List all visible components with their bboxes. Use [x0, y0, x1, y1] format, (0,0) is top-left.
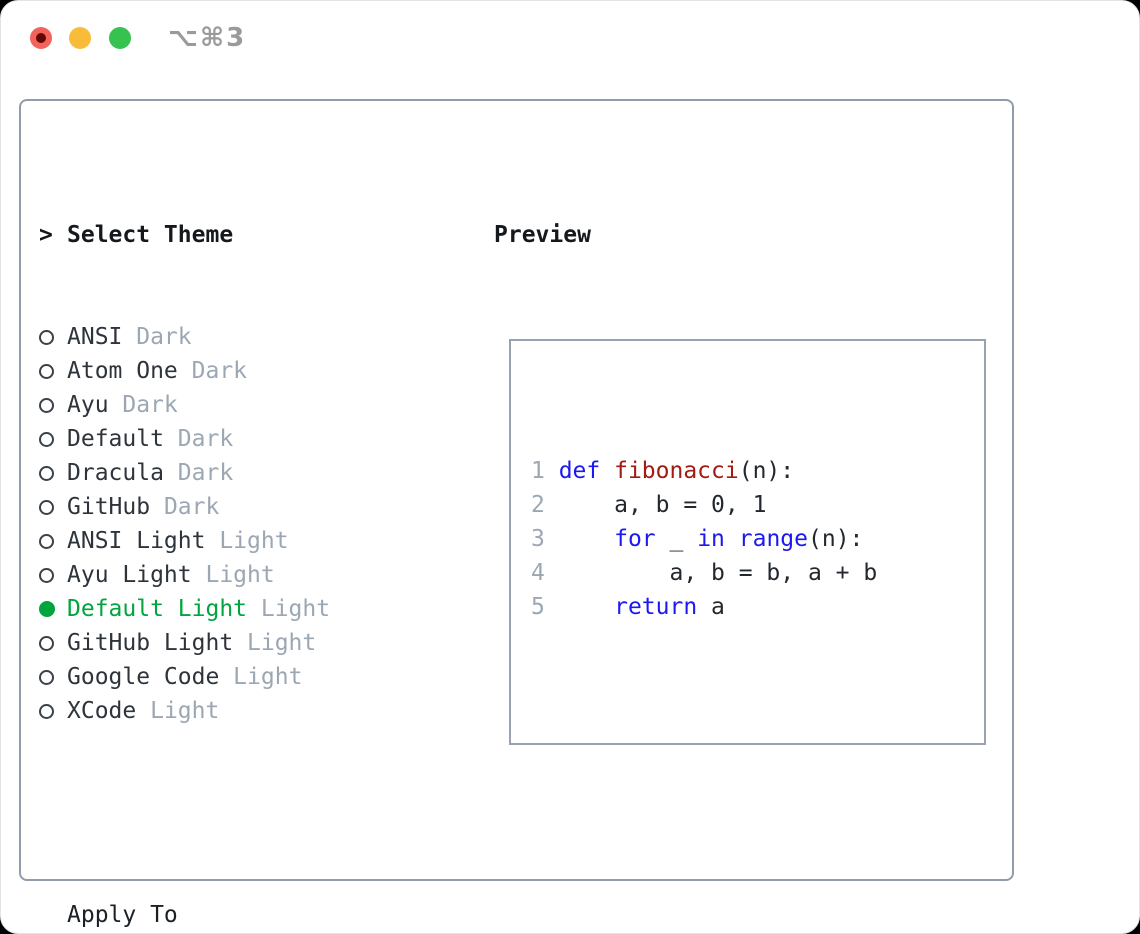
theme-option[interactable]: Ayu Light Light [39, 558, 427, 592]
radio-unselected-icon [39, 499, 54, 515]
recording-dot-icon [36, 33, 46, 43]
radio-unselected-icon [39, 533, 54, 549]
theme-option-label: ANSI Light [67, 528, 206, 554]
code-sample: 1 def fibonacci(n): 2 a, b = 0, 1 3 for _ … [531, 454, 984, 624]
radio-marker [39, 431, 67, 447]
theme-option[interactable]: Dracula Dark [39, 456, 427, 490]
theme-variant-tag: Dark [177, 358, 248, 384]
radio-marker [39, 635, 67, 651]
theme-option-label: GitHub [67, 494, 151, 520]
theme-option[interactable]: Default Dark [39, 422, 427, 456]
radio-unselected-icon [39, 567, 54, 583]
section-gap [39, 796, 427, 830]
radio-unselected-icon [39, 363, 54, 379]
radio-marker [39, 397, 67, 413]
radio-marker [39, 363, 67, 379]
theme-option-label: Default Light [67, 596, 248, 622]
radio-marker [39, 329, 67, 345]
radio-marker [39, 533, 67, 549]
select-theme-header: > Select Theme [39, 218, 427, 252]
radio-marker [39, 567, 67, 583]
radio-selected-icon [39, 601, 55, 617]
radio-marker [39, 499, 67, 515]
theme-variant-tag: Dark [150, 494, 220, 520]
theme-option-label: Google Code [67, 664, 220, 690]
theme-option-label: Ayu [67, 392, 109, 418]
theme-variant-tag: Light [219, 664, 303, 690]
theme-option-label: XCode [67, 698, 137, 724]
theme-option-label: Atom One [67, 358, 178, 384]
theme-variant-tag: Dark [122, 324, 192, 350]
radio-unselected-icon [39, 465, 54, 481]
theme-option[interactable]: GitHub Dark [39, 490, 427, 524]
theme-variant-tag: Light [247, 596, 331, 622]
theme-variant-tag: Light [191, 562, 275, 588]
titlebar: ⌥⌘3 [1, 1, 1139, 76]
theme-option-label: ANSI [67, 324, 123, 350]
preview-title: Preview [494, 222, 591, 248]
theme-option-label: Dracula [67, 460, 164, 486]
theme-variant-tag: Dark [163, 426, 234, 452]
theme-option-label: Ayu Light [67, 562, 192, 588]
minimize-button[interactable] [69, 27, 91, 49]
window-title: ⌥⌘3 [168, 23, 247, 53]
theme-variant-tag: Dark [108, 392, 178, 418]
code-diff-gap [531, 692, 984, 726]
theme-variant-tag: Light [233, 630, 317, 656]
preview-box: 1 def fibonacci(n): 2 a, b = 0, 1 3 for _ … [509, 339, 986, 745]
radio-unselected-icon [39, 669, 54, 685]
theme-option[interactable]: XCode Light [39, 694, 427, 728]
theme-option[interactable]: Atom One Dark [39, 354, 427, 388]
radio-unselected-icon [39, 397, 54, 413]
preview-header: Preview [494, 218, 986, 252]
radio-unselected-icon [39, 635, 54, 651]
code-line: 2 a, b = 0, 1 [531, 492, 767, 518]
close-button[interactable] [30, 27, 52, 49]
preview-pane: Preview 1 def fibonacci(n): 2 a, b = 0, 1… [494, 150, 986, 813]
theme-variant-tag: Light [136, 698, 220, 724]
code-line: 5 return a [531, 594, 725, 620]
code-line: 1 def fibonacci(n): [531, 458, 795, 484]
code-line: 3 for _ in range(n): [531, 526, 864, 552]
select-theme-title: Select Theme [67, 222, 234, 248]
theme-option[interactable]: ANSI Light Light [39, 524, 427, 558]
theme-option[interactable]: Default Light Light [39, 592, 427, 626]
theme-option[interactable]: GitHub Light Light [39, 626, 427, 660]
maximize-button[interactable] [109, 27, 131, 49]
radio-marker [39, 601, 67, 617]
theme-option-label: GitHub Light [67, 630, 234, 656]
theme-option-label: Default [67, 426, 164, 452]
radio-unselected-icon [39, 431, 54, 447]
prompt-caret-icon: > [39, 222, 53, 248]
radio-marker [39, 703, 67, 719]
code-line: 4 a, b = b, a + b [531, 560, 878, 586]
apply-to-header: Apply To [39, 898, 427, 932]
theme-option[interactable]: Ayu Dark [39, 388, 427, 422]
theme-variant-tag: Dark [163, 460, 234, 486]
theme-option[interactable]: Google Code Light [39, 660, 427, 694]
radio-marker [39, 465, 67, 481]
theme-variant-tag: Light [205, 528, 289, 554]
radio-marker [39, 669, 67, 685]
radio-unselected-icon [39, 329, 54, 345]
apply-to-title: Apply To [67, 902, 178, 928]
radio-unselected-icon [39, 703, 54, 719]
theme-option[interactable]: ANSI Dark [39, 320, 427, 354]
